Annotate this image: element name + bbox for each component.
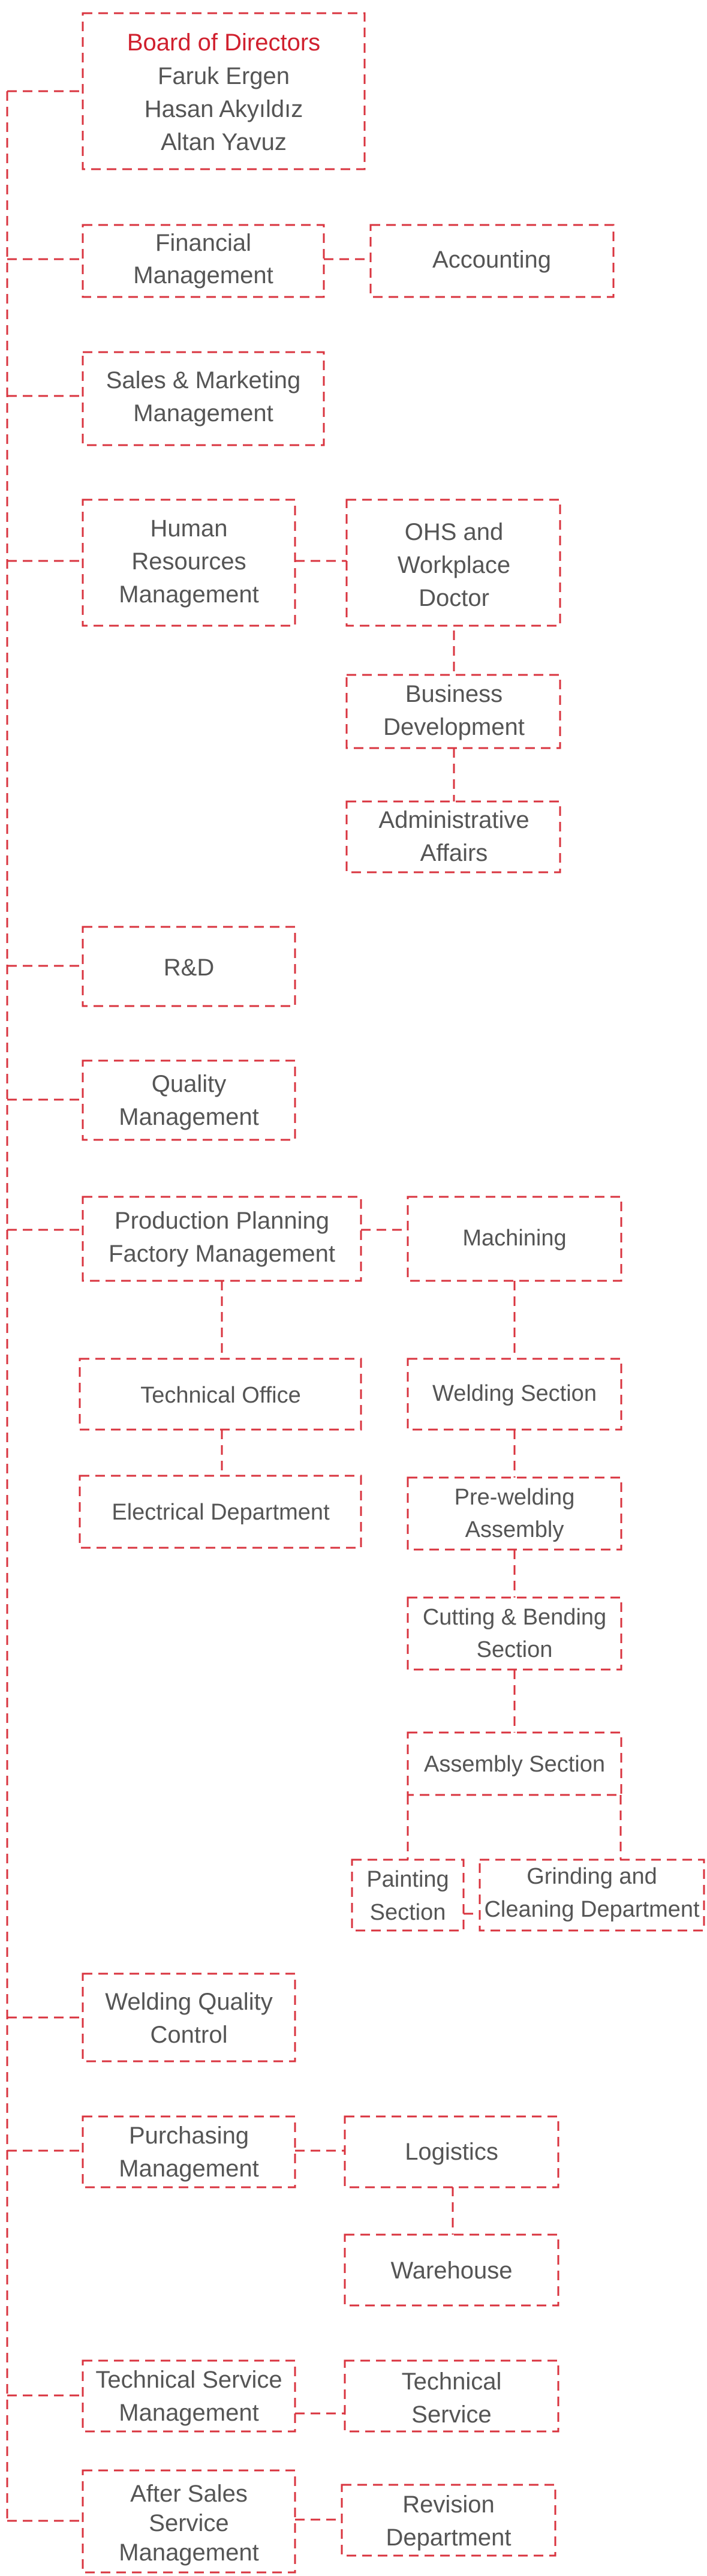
node-label: Management xyxy=(119,581,258,608)
node-label: Financial xyxy=(155,230,251,256)
node-label: Service xyxy=(411,2401,491,2428)
painting-section-node: Painting Section xyxy=(351,1859,465,1932)
node-label: Section xyxy=(370,1900,446,1925)
node-label: Welding Section xyxy=(432,1381,597,1406)
node-label: Welding Quality xyxy=(105,1989,272,2015)
node-label: Cleaning Department xyxy=(484,1897,700,1922)
node-label: Purchasing xyxy=(129,2122,249,2149)
node-label: Technical Office xyxy=(140,1383,301,1408)
warehouse-node: Warehouse xyxy=(344,2233,559,2307)
grinding-cleaning-node: Grinding and Cleaning Department xyxy=(479,1859,705,1932)
welding-section-node: Welding Section xyxy=(407,1358,622,1431)
node-label: OHS and xyxy=(405,519,504,545)
cutting-bending-node: Cutting & Bending Section xyxy=(407,1596,622,1671)
node-label: Factory Management xyxy=(109,1241,335,1267)
administrative-affairs-node: Administrative Affairs xyxy=(345,800,561,873)
technical-service-node: Technical Service xyxy=(344,2359,559,2433)
node-label: Revision xyxy=(402,2491,494,2518)
node-label: Logistics xyxy=(405,2139,498,2165)
node-label: Sales & Marketing xyxy=(106,367,301,394)
ohs-node: OHS and Workplace Doctor xyxy=(345,499,561,627)
node-label: Management xyxy=(119,2400,258,2426)
pre-welding-assembly-node: Pre-welding Assembly xyxy=(407,1476,622,1551)
node-label: Workplace xyxy=(398,552,510,578)
machining-node: Machining xyxy=(407,1196,622,1282)
board-member: Altan Yavuz xyxy=(161,129,287,155)
node-label: Machining xyxy=(462,1226,566,1251)
node-label: Quality xyxy=(152,1071,227,1097)
node-label: Production Planning xyxy=(115,1208,329,1234)
node-label: Assembly xyxy=(465,1517,564,1542)
node-label: Business xyxy=(405,681,503,707)
node-label: Control xyxy=(151,2022,228,2048)
logistics-node: Logistics xyxy=(344,2115,559,2188)
purchasing-management-node: Purchasing Management xyxy=(82,2115,296,2188)
node-label: Section xyxy=(477,1637,553,1662)
node-label: Management xyxy=(133,400,273,427)
node-label: Management xyxy=(119,2539,258,2566)
node-label: Management xyxy=(119,1104,258,1130)
node-label: After Sales xyxy=(130,2481,248,2507)
node-label: Electrical Department xyxy=(112,1500,330,1525)
node-label: Accounting xyxy=(432,247,551,273)
node-label: Resources xyxy=(131,548,246,575)
board-title: Board of Directors xyxy=(127,29,320,56)
production-planning-node: Production Planning Factory Management xyxy=(82,1196,362,1282)
node-label: Department xyxy=(386,2524,512,2551)
revision-department-node: Revision Department xyxy=(341,2484,556,2557)
rnd-node: R&D xyxy=(82,926,296,1007)
node-label: Cutting & Bending xyxy=(423,1605,606,1630)
board-member: Hasan Akyıldız xyxy=(145,96,303,122)
node-label: Management xyxy=(119,2155,258,2182)
node-label: Human xyxy=(151,515,228,542)
node-label: Affairs xyxy=(420,840,488,866)
accounting-node: Accounting xyxy=(369,224,615,298)
after-sales-service-node: After Sales Service Management xyxy=(82,2469,296,2574)
human-resources-node: Human Resources Management xyxy=(82,499,296,627)
node-label: Technical Service xyxy=(95,2367,282,2393)
technical-service-management-node: Technical Service Management xyxy=(82,2359,296,2433)
financial-management-node: Financial Management xyxy=(82,224,325,298)
node-label: R&D xyxy=(164,954,214,981)
node-label: Administrative xyxy=(378,807,529,833)
board-of-directors-node: Board of Directors Faruk Ergen Hasan Aky… xyxy=(82,12,366,170)
node-label: Development xyxy=(383,714,525,740)
connector-lines xyxy=(6,90,622,2522)
node-label: Doctor xyxy=(419,585,489,611)
node-label: Painting xyxy=(366,1867,449,1892)
node-label: Assembly Section xyxy=(424,1752,605,1777)
node-label: Warehouse xyxy=(390,2257,512,2284)
electrical-department-node: Electrical Department xyxy=(79,1475,362,1549)
technical-office-node: Technical Office xyxy=(79,1358,362,1431)
assembly-section-node: Assembly Section xyxy=(407,1731,622,1796)
quality-management-node: Quality Management xyxy=(82,1059,296,1141)
node-label: Pre-welding xyxy=(455,1485,575,1510)
board-member: Faruk Ergen xyxy=(158,63,290,89)
node-label: Grinding and xyxy=(527,1864,657,1889)
node-label: Technical xyxy=(402,2368,502,2395)
node-label: Management xyxy=(133,262,273,289)
node-label: Service xyxy=(149,2510,228,2536)
business-development-node: Business Development xyxy=(345,674,561,749)
sales-marketing-node: Sales & Marketing Management xyxy=(82,351,325,446)
welding-quality-control-node: Welding Quality Control xyxy=(82,1972,296,2062)
